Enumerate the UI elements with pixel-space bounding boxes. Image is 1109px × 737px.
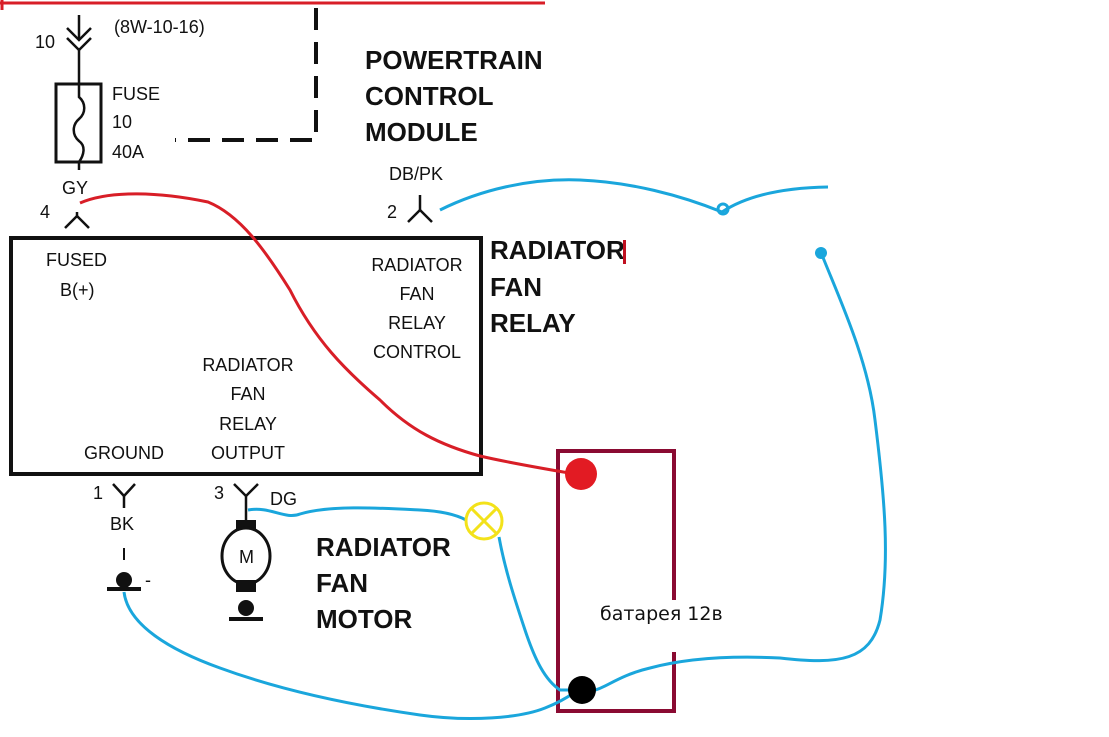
relay-control-line1: RADIATOR xyxy=(371,255,462,275)
fuse-cavity-connector-icon xyxy=(66,15,92,52)
test-lamp-icon xyxy=(464,501,504,541)
relay-output-line3: RELAY xyxy=(219,414,277,434)
red-cursor-mark xyxy=(623,240,626,264)
ground-pin-number: 1 xyxy=(93,483,103,503)
relay-output-line4: OUTPUT xyxy=(211,443,285,463)
pcm-dashed-boundary xyxy=(175,8,318,142)
pcm-title-line1: POWERTRAIN xyxy=(365,45,543,75)
relay-title-line1: RADIATOR xyxy=(490,235,625,265)
relay-output-line1: RADIATOR xyxy=(202,355,293,375)
battery-frame-gap-cover xyxy=(669,600,679,652)
motor-title-line1: RADIATOR xyxy=(316,532,451,562)
fuse-element-icon xyxy=(72,84,86,170)
circuit-reference: (8W-10-16) xyxy=(114,17,205,37)
relay-control-line3: RELAY xyxy=(388,313,446,333)
pin2-connector-icon xyxy=(407,195,433,223)
blue-wire-loop-end-icon xyxy=(716,202,730,216)
blue-wire-ground-to-battery xyxy=(122,591,576,721)
pin4-connector-icon xyxy=(64,212,90,229)
relay-output-line2: FAN xyxy=(230,384,265,404)
pcm-wire-color: DB/PK xyxy=(389,164,443,184)
ground-minus-sign: - xyxy=(145,570,151,590)
relay-title-line2: FAN xyxy=(490,272,542,302)
pcm-title-line2: CONTROL xyxy=(365,81,494,111)
fuse-label-line2: 10 xyxy=(112,112,132,132)
pcm-title-line3: MODULE xyxy=(365,117,478,147)
ground-wire-color: BK xyxy=(110,514,134,534)
red-jumper-wire xyxy=(79,192,576,476)
relay-box xyxy=(9,236,483,476)
ground-symbol-icon xyxy=(107,572,141,591)
blue-wire-lamp-to-battery xyxy=(497,536,572,692)
relay-fused-b-line2: B(+) xyxy=(60,280,95,300)
fuse-label-line3: 40A xyxy=(112,142,144,162)
motor-icon xyxy=(220,520,272,592)
blue-wire-motor-to-lamp xyxy=(247,506,467,522)
relay-control-line2: FAN xyxy=(399,284,434,304)
relay-title-line3: RELAY xyxy=(490,308,576,338)
fuse-pin-number: 4 xyxy=(40,202,50,222)
fuse-wire-color: GY xyxy=(62,178,88,198)
relay-fused-b-line1: FUSED xyxy=(46,250,107,270)
fuse-cavity-number: 10 xyxy=(35,32,55,52)
blue-wire-to-battery-negative xyxy=(594,254,887,692)
motor-ground-symbol-icon xyxy=(229,600,263,621)
motor-title-line2: FAN xyxy=(316,568,368,598)
pcm-pin-number: 2 xyxy=(387,202,397,222)
motor-symbol: M xyxy=(239,547,254,567)
motor-title-line3: MOTOR xyxy=(316,604,413,634)
blue-wire-pcm-pin2 xyxy=(439,178,829,214)
pin1-connector-icon xyxy=(112,483,136,508)
battery-positive-terminal xyxy=(565,458,597,490)
battery-label: батарея 12в xyxy=(600,603,723,625)
fuse-label-line1: FUSE xyxy=(112,84,160,104)
output-pin-number: 3 xyxy=(214,483,224,503)
pin3-connector-icon xyxy=(233,483,259,520)
relay-control-line4: CONTROL xyxy=(373,342,461,362)
blue-wire-end-dot-icon xyxy=(815,247,827,259)
relay-ground-label: GROUND xyxy=(84,443,164,463)
output-wire-color: DG xyxy=(270,489,297,509)
battery-frame xyxy=(556,449,676,713)
battery-negative-terminal xyxy=(568,676,596,704)
